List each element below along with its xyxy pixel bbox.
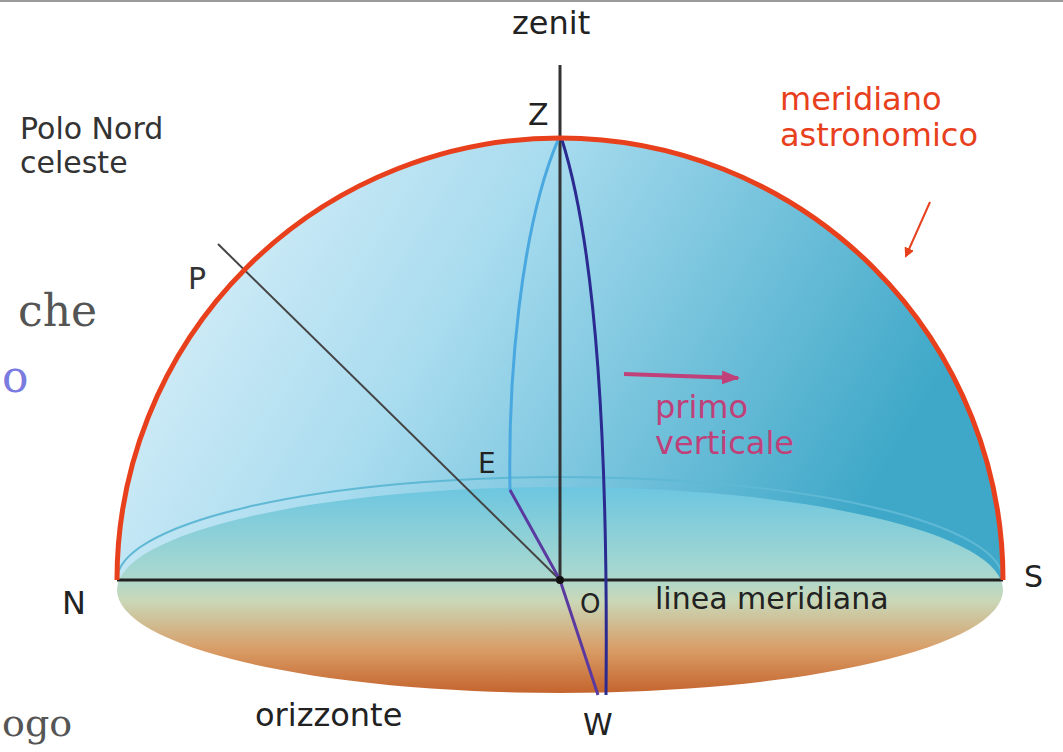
slide-text: o <box>2 352 29 401</box>
slide-border <box>0 0 1063 2</box>
observer-point <box>556 576 564 584</box>
horizon-label: orizzonte <box>255 698 402 734</box>
zenith-label: zenit <box>512 6 590 42</box>
point-letter: Z <box>528 98 549 132</box>
prime-vertical-front <box>562 140 606 695</box>
prime-vertical-back <box>510 140 558 490</box>
slide-text: ogo <box>2 702 72 745</box>
slide-text: che <box>18 286 97 335</box>
leader-arrow <box>906 202 930 256</box>
cardinal-letter: W <box>583 708 613 742</box>
meridian-line-label: linea meridiana <box>655 582 889 616</box>
pole-label: Polo Nord celeste <box>20 112 270 179</box>
zenith-line <box>559 65 562 580</box>
meridian-label: meridiano astronomico <box>780 82 1060 154</box>
cardinal-letter: S <box>1024 560 1043 594</box>
cardinal-letter: N <box>62 586 86 622</box>
point-letter: E <box>478 448 496 479</box>
leader-arrow <box>624 374 738 378</box>
point-letter: O <box>580 590 600 619</box>
point-letter: P <box>188 262 206 296</box>
astronomical-meridian <box>117 138 1003 580</box>
polar-axis <box>218 244 560 580</box>
prime-vertical-label: primo verticale <box>655 390 855 462</box>
